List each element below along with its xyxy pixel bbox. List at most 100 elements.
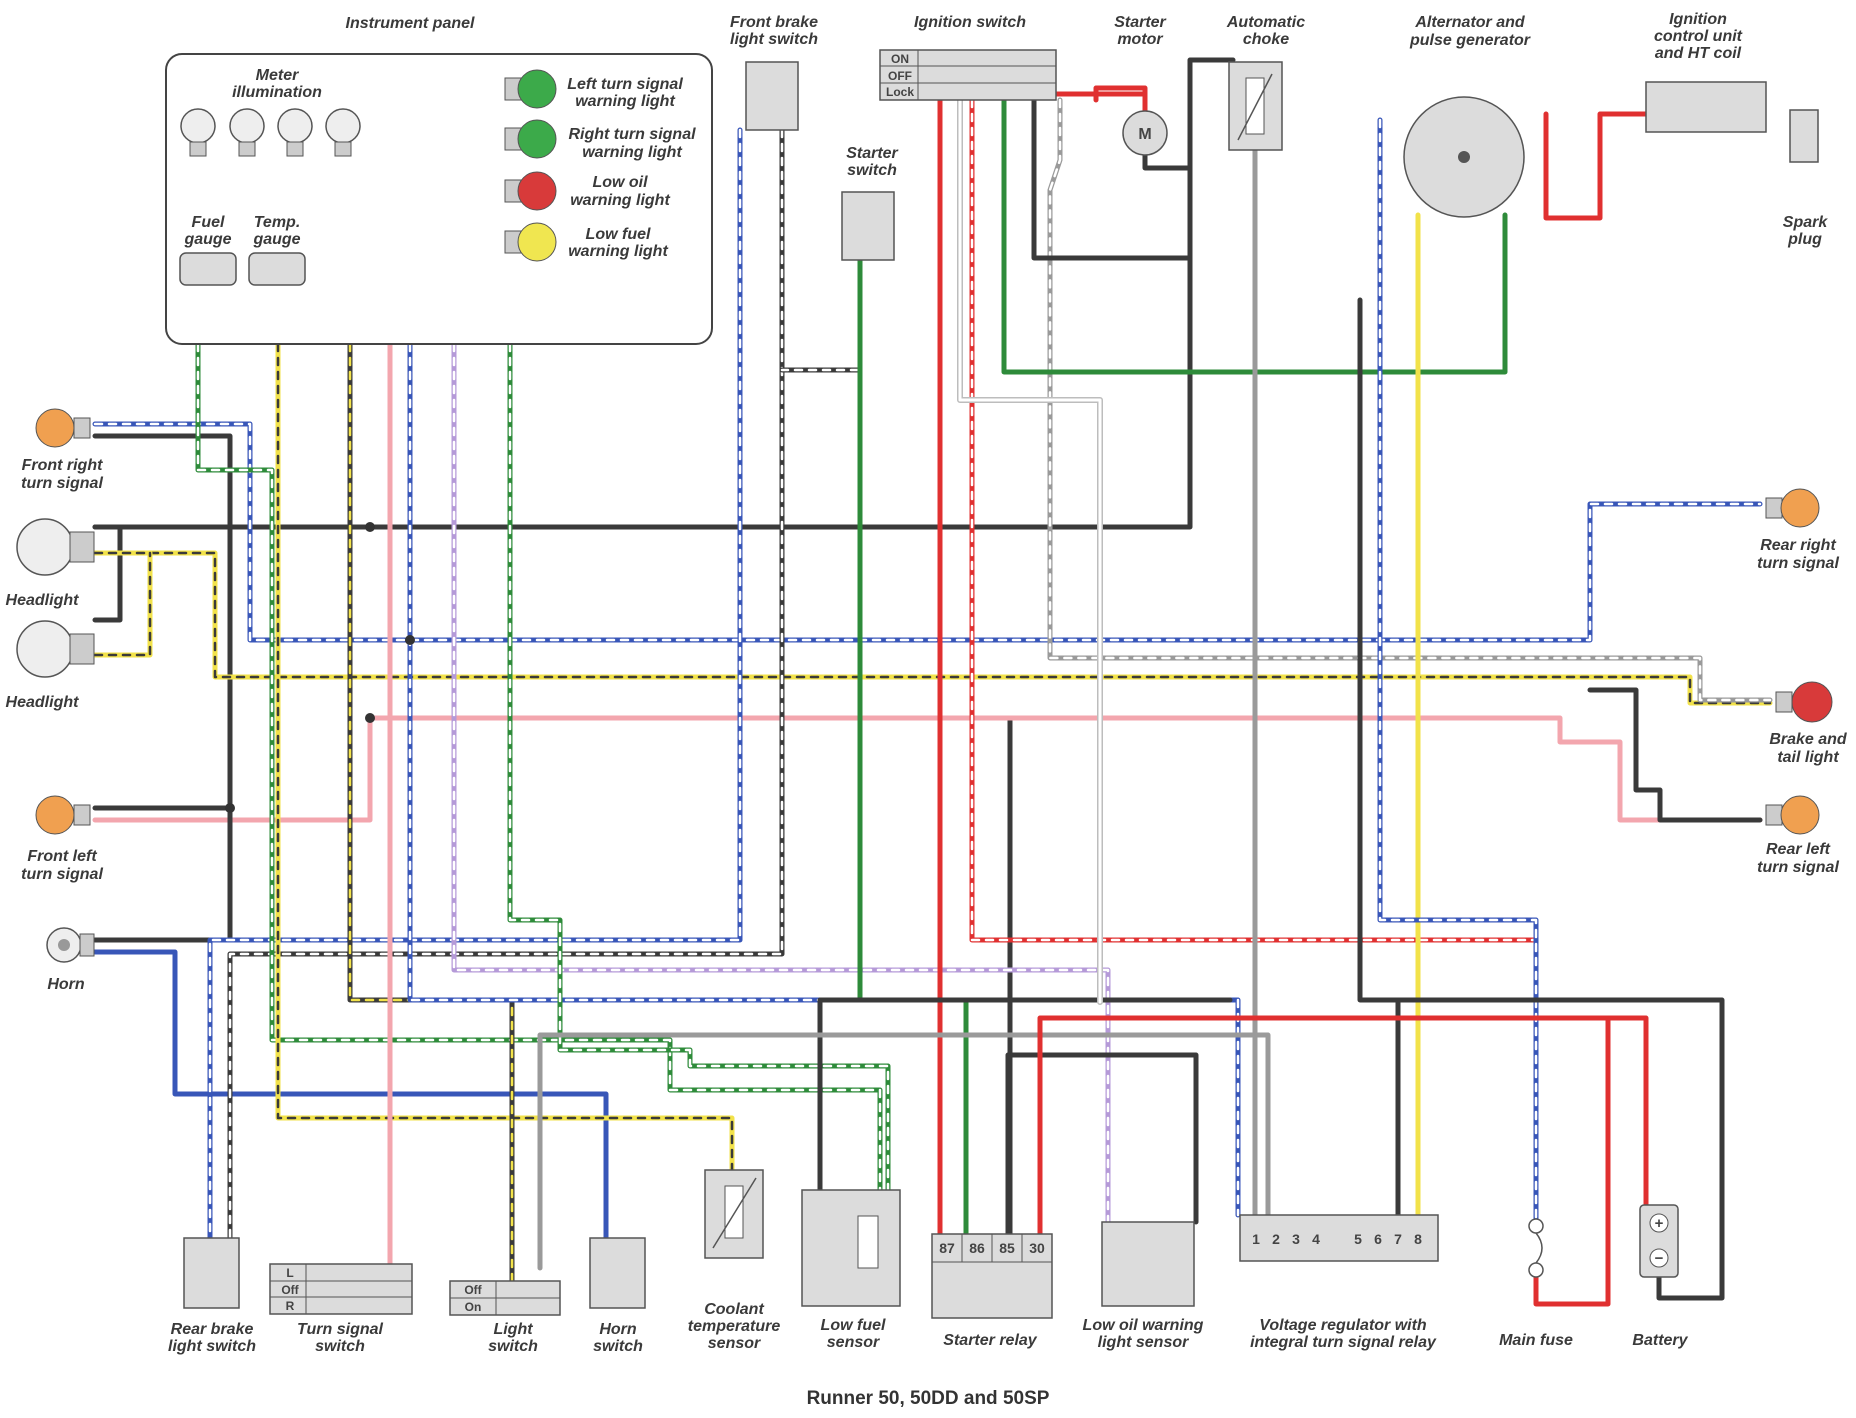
wire-blue-white <box>1377 117 1539 1222</box>
regulator-terminal-3: 3 <box>1292 1231 1300 1247</box>
wire-stripe <box>780 258 862 372</box>
junction-dot <box>365 713 375 723</box>
low-fuel-warning-label-2: warning light <box>568 243 668 260</box>
relay-terminal-85: 85 <box>999 1240 1015 1256</box>
wire-blue <box>92 949 609 1241</box>
junction-dot <box>225 803 235 813</box>
junction-dot <box>405 635 415 645</box>
low-fuel-sensor-label: Low fuel <box>821 1317 886 1334</box>
front-left-turn-label: Front left <box>27 848 97 865</box>
rear-right-turn-label: Rear right <box>1760 537 1836 554</box>
rear-brake-switch-label: Rear brake <box>171 1321 254 1338</box>
wire-stripe <box>196 342 882 1192</box>
regulator-terminal-2: 2 <box>1272 1231 1280 1247</box>
light-switch-off: Off <box>464 1283 482 1297</box>
brake-tail-light-label: Brake and <box>1769 731 1848 748</box>
horn-switch-icon <box>589 1237 646 1309</box>
headlight-2-label: Headlight <box>6 694 80 711</box>
turn-signal-switch-label: Turn signal <box>297 1321 383 1338</box>
right-turn-warning-bulb-icon <box>504 119 557 159</box>
low-fuel-sensor-icon <box>801 1189 901 1307</box>
regulator-terminal-8: 8 <box>1414 1231 1422 1247</box>
regulator-terminal-1: 1 <box>1252 1231 1260 1247</box>
wire-white <box>957 97 1103 1005</box>
wire-stripe <box>208 128 742 1240</box>
automatic-choke-label: Automatic <box>1226 14 1305 31</box>
battery-icon <box>1639 1204 1679 1278</box>
wire-red <box>1533 1015 1649 1307</box>
ignition-switch-icon <box>879 49 1057 101</box>
wire-black-yellow <box>347 341 515 1284</box>
wire-stripe <box>93 551 1772 705</box>
wire-stripe <box>276 342 734 1172</box>
rear-left-turn-label-2: turn signal <box>1757 859 1839 876</box>
alternator-icon <box>1403 96 1525 218</box>
voltage-regulator-icon <box>1239 1214 1439 1262</box>
front-left-turn-label-2: turn signal <box>21 866 103 883</box>
instrument-panel-label: Instrument panel <box>346 15 475 32</box>
wire-white-core <box>958 98 1102 1004</box>
meter-bulb-icon <box>325 108 361 157</box>
front-brake-switch-label: Front brake <box>730 14 818 31</box>
ignition-off-label: OFF <box>888 69 912 83</box>
regulator-terminal-4: 4 <box>1312 1231 1320 1247</box>
headlight-1-label: Headlight <box>6 592 80 609</box>
fuel-gauge-icon <box>179 252 237 286</box>
motor-symbol: M <box>1138 126 1151 143</box>
wire-grey-white <box>1047 97 1773 703</box>
automatic-choke-label-2: choke <box>1243 31 1289 48</box>
horn-label: Horn <box>47 976 85 993</box>
meter-illumination-label-2: illumination <box>232 84 322 101</box>
wire-stripe <box>93 422 1762 642</box>
wire-stripe <box>508 342 890 1192</box>
rear-brake-switch-icon <box>183 1237 240 1309</box>
fuel-gauge-label-2: gauge <box>183 231 231 248</box>
rear-brake-switch-label-2: light switch <box>168 1338 256 1355</box>
wire-black <box>92 255 1193 530</box>
wire-stripe <box>93 551 152 657</box>
rear-right-turn-label-2: turn signal <box>1757 555 1839 572</box>
brake-tail-light-label-2: tail light <box>1777 749 1839 766</box>
starter-relay-label: Starter relay <box>943 1332 1037 1349</box>
relay-terminal-86: 86 <box>969 1240 985 1256</box>
front-right-turn-label: Front right <box>22 457 104 474</box>
turn-signal-switch-icon <box>269 1263 413 1315</box>
low-fuel-warning-bulb-icon <box>504 222 557 262</box>
left-turn-warning-bulb-icon <box>504 69 557 109</box>
wire-yellow-black <box>92 550 1773 706</box>
meter-bulb-icon <box>229 108 265 157</box>
wire-black <box>1031 57 1236 261</box>
meter-illumination-label: Meter <box>256 67 299 84</box>
wire-grey <box>537 1032 1271 1271</box>
low-oil-sensor-label: Low oil warning <box>1083 1317 1204 1334</box>
wire-red <box>1543 111 1649 221</box>
wire-black-white <box>779 257 863 373</box>
horn-icon <box>46 927 95 963</box>
ignition-control-label-2: control unit <box>1654 28 1743 45</box>
turn-switch-r: R <box>286 1299 295 1313</box>
horn-switch-label-2: switch <box>593 1338 643 1355</box>
front-right-turn-signal-icon <box>35 408 91 448</box>
spark-plug-label: Spark <box>1783 214 1829 231</box>
ignition-control-label: Ignition <box>1669 11 1727 28</box>
spark-plug-icon <box>1789 109 1819 163</box>
front-brake-switch-icon <box>745 61 799 131</box>
coolant-sensor-label-3: sensor <box>708 1335 761 1352</box>
alternator-label-2: pulse generator <box>1409 32 1531 49</box>
light-switch-label: Light <box>493 1321 533 1338</box>
ignition-switch-label: Ignition switch <box>914 14 1026 31</box>
starter-switch-icon <box>841 191 895 261</box>
relay-terminal-87: 87 <box>939 1240 955 1256</box>
wire-black <box>1395 997 1725 1301</box>
brake-tail-light-icon <box>1775 681 1833 723</box>
coolant-sensor-label-2: temperature <box>688 1318 781 1335</box>
low-oil-warning-label: Low oil <box>592 174 648 191</box>
starter-motor-label: Starter <box>1114 14 1166 31</box>
main-fuse-icon <box>1528 1218 1544 1278</box>
wire-blue-white <box>407 341 1241 1218</box>
front-right-turn-label-2: turn signal <box>21 475 103 492</box>
wire-yellow-black <box>275 341 735 1173</box>
